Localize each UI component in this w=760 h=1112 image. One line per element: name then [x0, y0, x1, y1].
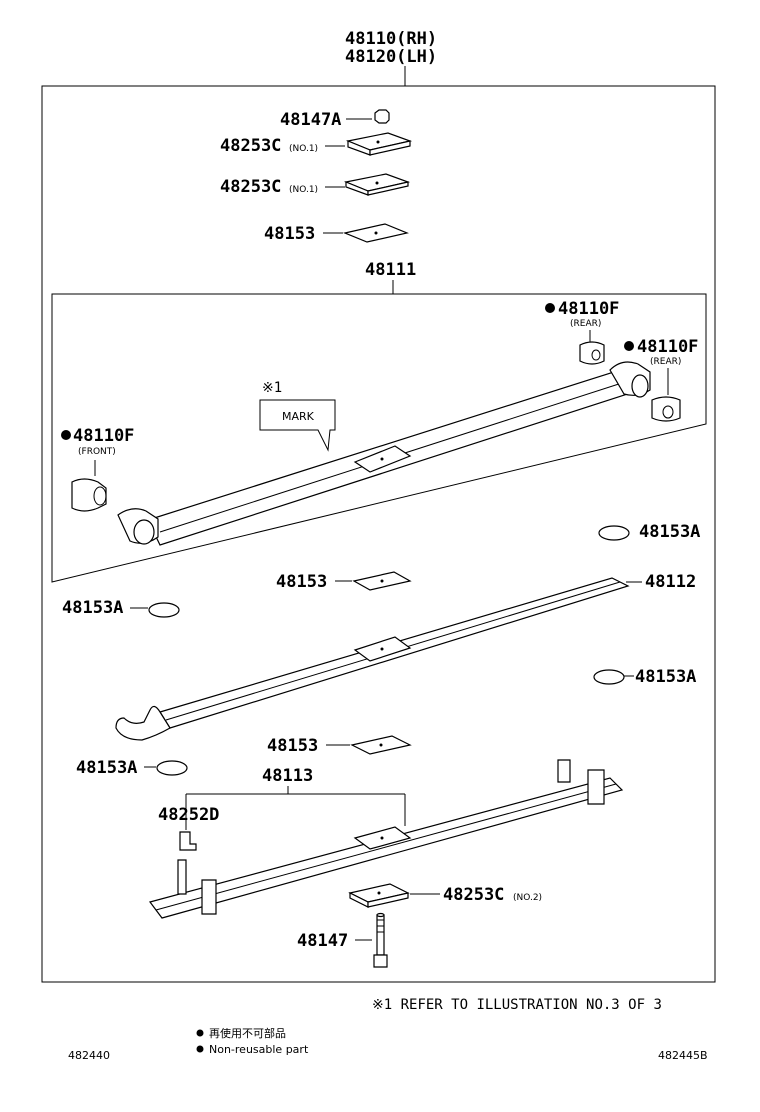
part-sub-label: (NO.2): [513, 893, 542, 903]
part-sub-label: (FRONT): [78, 447, 116, 457]
nut-icon: [374, 109, 390, 124]
leaf-pad-icon: [148, 602, 180, 618]
mark-callout: [259, 399, 336, 452]
illustration-code-left: 482440: [68, 1049, 110, 1062]
part-label-48112: 48112: [645, 572, 696, 592]
part-sub-label: (NO.1): [289, 144, 318, 154]
part-label-48110f-rear1: 48110F: [558, 299, 619, 319]
part-sub-label: (NO.1): [289, 185, 318, 195]
filled-circle-icon: [196, 1029, 204, 1037]
part-label-48120-lh: 48120(LH): [345, 47, 437, 67]
rebound-clip: [201, 879, 217, 915]
part-sub-label: (REAR): [570, 319, 601, 329]
part-label-48253c-b: 48253C: [220, 177, 281, 197]
filled-circle-icon: [196, 1045, 204, 1053]
footnote: ※1 REFER TO ILLUSTRATION NO.3 OF 3: [372, 997, 662, 1013]
illustration-code-right: 482445B: [658, 1049, 708, 1062]
outer-frame: [41, 85, 716, 983]
center-bolt-icon: [376, 914, 385, 956]
non-reusable-marker-icon: [61, 430, 71, 440]
leaf-pad-icon: [598, 525, 630, 541]
part-label-48253c-no2: 48253C: [443, 885, 504, 905]
reference-mark-symbol: ※1: [262, 380, 282, 396]
part-label-48153-mid: 48153: [276, 572, 327, 592]
rebound-clip: [177, 859, 187, 895]
clip-icon: [179, 831, 197, 851]
main-leaf-frame: [51, 293, 707, 583]
leaf-pad-icon: [156, 760, 188, 776]
rebound-clip: [587, 769, 605, 805]
legend-english: Non-reusable part: [209, 1043, 309, 1056]
rebound-clip: [557, 759, 571, 783]
non-reusable-marker-icon: [545, 303, 555, 313]
part-label-48153a-l2: 48153A: [76, 758, 137, 778]
bushing-icon: [71, 478, 107, 512]
part-label-48153a-l1: 48153A: [62, 598, 123, 618]
part-label-48153-low: 48153: [267, 736, 318, 756]
part-label-48253c-a: 48253C: [220, 136, 281, 156]
mark-label: MARK: [282, 410, 315, 423]
bushing-icon: [651, 396, 681, 422]
part-label-48153-top: 48153: [264, 224, 315, 244]
third-leaf-spring: [148, 777, 624, 919]
part-label-48111: 48111: [365, 260, 416, 280]
part-label-48153a-r1: 48153A: [639, 522, 700, 542]
leaf-pad-icon: [593, 669, 625, 685]
part-label-48113: 48113: [262, 766, 313, 786]
legend-japanese: 再使用不可部品: [209, 1026, 286, 1040]
non-reusable-marker-icon: [624, 341, 634, 351]
leaf-hook-end: [115, 705, 171, 741]
part-label-48147a: 48147A: [280, 110, 341, 130]
part-label-48153a-r2: 48153A: [635, 667, 696, 687]
part-label-48110f-rear2: 48110F: [637, 337, 698, 357]
part-label-48252d: 48252D: [158, 805, 219, 825]
part-sub-label: (REAR): [650, 357, 681, 367]
part-label-48110-rh: 48110(RH): [345, 29, 437, 49]
leader-line: [185, 786, 406, 830]
part-label-48147: 48147: [297, 931, 348, 951]
part-label-48110f-front: 48110F: [73, 426, 134, 446]
